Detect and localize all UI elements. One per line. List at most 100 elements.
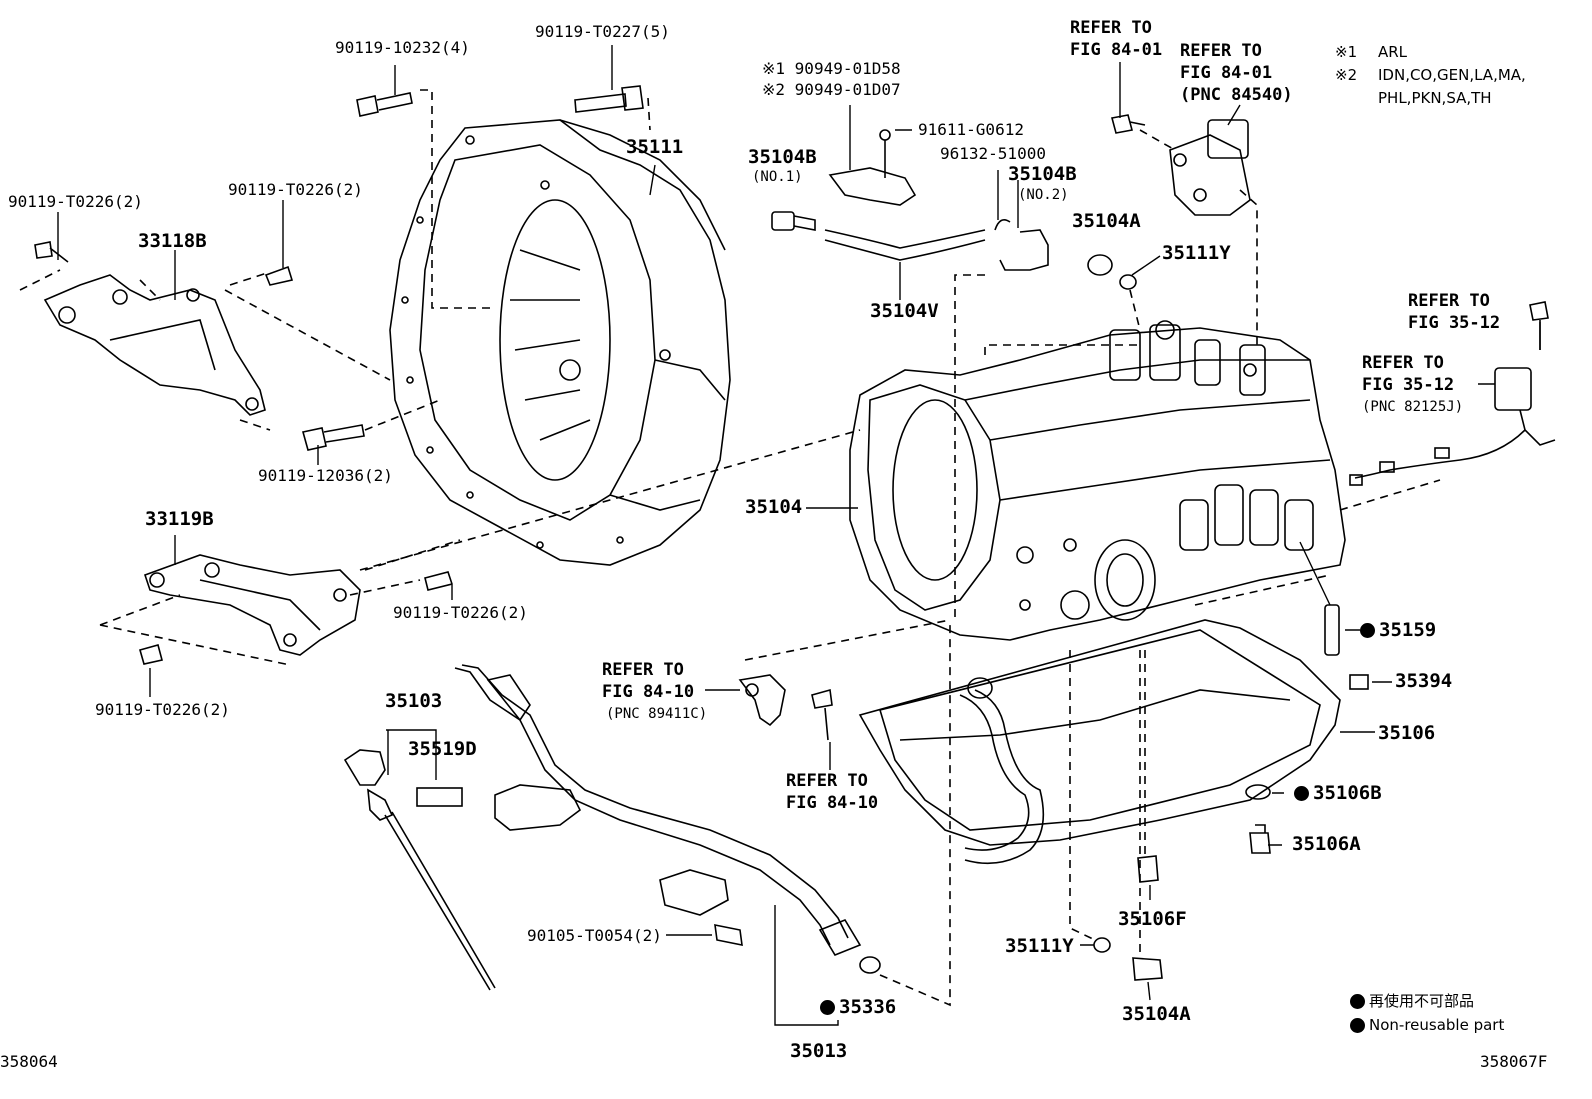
ref-35-12-b-line2: FIG 35-12	[1362, 375, 1455, 395]
part-label-35106a: 35106A	[1292, 833, 1361, 855]
ref-84-01-b-line2: FIG 84-01	[1180, 63, 1273, 83]
part-label-35104b-no1-sub: (NO.1)	[752, 169, 803, 185]
part-label-35519d: 35519D	[408, 738, 477, 760]
bracket-33119b-drawing	[143, 554, 361, 656]
ref-35-12-a-line2: FIG 35-12	[1408, 313, 1501, 333]
part-label-90119-12036: 90119-12036(2)	[258, 466, 393, 485]
part-label-35104a-bottom: 35104A	[1122, 1003, 1191, 1025]
legend-jp: 再使用不可部品	[1350, 990, 1474, 1011]
bolt-84-10-drawing	[811, 688, 833, 741]
gasket-35106b-drawing	[1245, 784, 1271, 800]
switch-84540-drawing	[1169, 119, 1251, 216]
note2-text2: PHL,PKN,SA,TH	[1378, 89, 1492, 107]
part-label-35104b-no1: 35104B	[748, 146, 817, 168]
part-label-90105: 90105-T0054(2)	[527, 926, 662, 945]
part-label-35106b-text: 35106B	[1313, 782, 1382, 804]
bolt-t0226-b-drawing	[264, 265, 294, 286]
part-label-35104b-no2-sub: (NO.2)	[1018, 187, 1069, 203]
oil-hose-drawing	[771, 129, 1049, 271]
legend-en-text: Non-reusable part	[1369, 1016, 1505, 1034]
note2-text: IDN,CO,GEN,LA,MA,	[1378, 66, 1526, 84]
ref-84-10-b-line2: FIG 84-10	[786, 793, 879, 813]
bolt-t0226-d-drawing	[139, 644, 163, 665]
part-label-35104v: 35104V	[870, 300, 939, 322]
ref-84-01-a-line2: FIG 84-01	[1070, 40, 1163, 60]
ref-84-10-a-line3: (PNC 89411C)	[606, 706, 708, 722]
part-label-35103: 35103	[385, 690, 443, 712]
oring-35336-drawing	[859, 956, 881, 974]
part-label-hose-note2: ※2 90949-01D07	[762, 80, 901, 99]
bolt-35106f-drawing	[1137, 855, 1159, 883]
part-label-90119-t0227: 90119-T0227(5)	[535, 22, 670, 41]
legend-jp-text: 再使用不可部品	[1369, 992, 1475, 1010]
footer-left-code: 358064	[0, 1052, 58, 1071]
part-label-35394: 35394	[1395, 670, 1453, 692]
part-label-90119-t0226-d: 90119-T0226(2)	[95, 700, 230, 719]
part-label-33119b: 33119B	[145, 508, 214, 530]
bolt-t0226-a-drawing	[34, 241, 69, 263]
part-label-35336: 35336	[820, 998, 896, 1017]
part-label-35106: 35106	[1378, 722, 1436, 744]
ref-84-10-a-line1: REFER TO	[602, 660, 684, 680]
part-label-35111y-bottom: 35111Y	[1005, 935, 1074, 957]
bolt-90105-drawing	[714, 923, 743, 947]
bolt-12036-drawing	[302, 424, 365, 451]
sensor-89411c-drawing	[738, 674, 786, 727]
part-label-hose-note1: ※1 90949-01D58	[762, 59, 901, 78]
bolt-90119-t0227-drawing	[574, 85, 644, 113]
label-35519d-drawing	[416, 787, 463, 807]
plug-35104a-bottom-drawing	[1132, 957, 1163, 981]
part-label-35159-text: 35159	[1379, 619, 1437, 641]
part-label-35111y-top: 35111Y	[1162, 242, 1231, 264]
part-label-35106f: 35106F	[1118, 908, 1187, 930]
part-label-35106b: 35106B	[1294, 784, 1382, 803]
part-label-90119-t0226-a: 90119-T0226(2)	[8, 192, 143, 211]
note2-mark: ※2	[1335, 66, 1358, 84]
ref-84-10-b-line1: REFER TO	[786, 771, 868, 791]
ref-84-01-b-line3: (PNC 84540)	[1180, 85, 1293, 105]
part-label-90119-t0226-b: 90119-T0226(2)	[228, 180, 363, 199]
bracket-33118b-drawing	[43, 274, 266, 416]
note1-text: ARL	[1378, 43, 1408, 61]
non-reusable-dot	[1360, 623, 1375, 638]
harness-82125j-drawing	[1349, 301, 1556, 486]
ref-35-12-b-line1: REFER TO	[1362, 353, 1444, 373]
magnet-35394-drawing	[1349, 674, 1369, 690]
part-label-33118b: 33118B	[138, 230, 207, 252]
part-label-35104: 35104	[745, 496, 803, 518]
ref-35-12-a-line1: REFER TO	[1408, 291, 1490, 311]
part-label-35336-text: 35336	[839, 996, 897, 1018]
legend-dot-icon	[1350, 1018, 1365, 1033]
ref-84-10-a-line2: FIG 84-10	[602, 682, 695, 702]
part-label-35111: 35111	[626, 136, 684, 158]
footer-right-code: 358067F	[1480, 1052, 1548, 1071]
part-label-90119-10232: 90119-10232(4)	[335, 38, 470, 57]
non-reusable-dot	[1294, 786, 1309, 801]
oring-35111y-bottom-drawing	[1093, 937, 1111, 953]
dipstick-35103-drawing	[343, 749, 496, 991]
part-label-35013: 35013	[790, 1040, 848, 1062]
bolt-84-01-drawing	[1111, 114, 1146, 134]
part-label-90119-t0226-c: 90119-T0226(2)	[393, 603, 528, 622]
part-label-35104a-top: 35104A	[1072, 210, 1141, 232]
filler-tube-drawing	[454, 664, 881, 974]
note1-mark: ※1	[1335, 43, 1358, 61]
plug-35106a-drawing	[1249, 824, 1271, 854]
leader-dashed-1	[420, 89, 495, 309]
bell-housing-drawing	[389, 119, 731, 566]
part-label-96132: 96132-51000	[940, 144, 1046, 163]
bolt-90119-10232-drawing	[356, 92, 413, 117]
pipe-35159-drawing	[1324, 604, 1340, 656]
bolt-t0226-c-drawing	[424, 571, 454, 591]
part-label-35104b-no2: 35104B	[1008, 163, 1077, 185]
legend-dot-icon	[1350, 994, 1365, 1009]
non-reusable-dot	[820, 1000, 835, 1015]
ref-84-01-b-line1: REFER TO	[1180, 41, 1262, 61]
oil-pan-drawing	[858, 619, 1341, 865]
transmission-case-drawing	[849, 320, 1346, 641]
ref-35-12-b-line3: (PNC 82125J)	[1362, 399, 1464, 415]
ref-84-01-a-line1: REFER TO	[1070, 18, 1152, 38]
part-label-35159: 35159	[1360, 621, 1436, 640]
